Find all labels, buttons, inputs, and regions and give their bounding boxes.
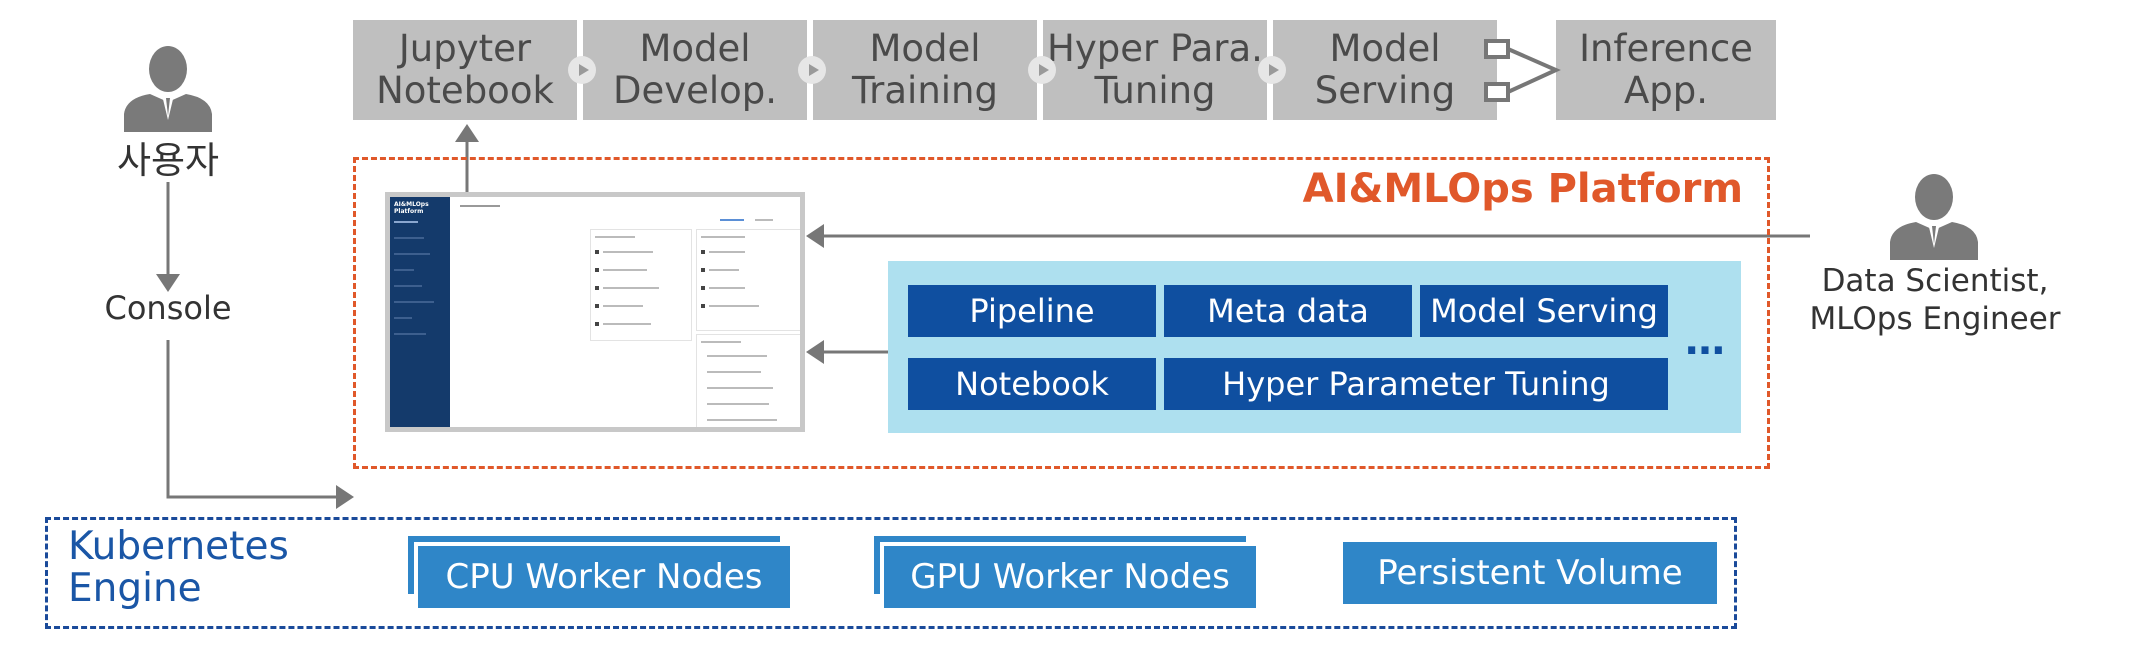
module-hyper-parameter-tuning: Hyper Parameter Tuning: [1164, 358, 1668, 410]
screenshot-row: [707, 403, 769, 405]
arrow-left-icon: [806, 340, 824, 364]
kubernetes-engine-title: Kubernetes Engine: [68, 524, 289, 611]
persistent-volume: Persistent Volume: [1343, 542, 1717, 604]
flow-step-label: Jupyter Notebook: [376, 27, 554, 112]
screenshot-bullet: [701, 250, 705, 254]
screenshot-nav-line: [394, 221, 418, 223]
screenshot-nav-line: [394, 333, 426, 335]
screenshot-row: [595, 236, 635, 238]
flow-step-model-develop: Model Develop.: [583, 20, 807, 120]
screenshot-tab-line: [755, 219, 773, 221]
module-pipeline: Pipeline: [908, 285, 1156, 337]
screenshot-row: [709, 287, 745, 289]
chevron-right-icon: [798, 56, 826, 84]
flow-step-model-training: Model Training: [813, 20, 1037, 120]
data-scientist-person-icon: [1890, 174, 1978, 260]
flow-step-label: Model Serving: [1314, 27, 1456, 112]
screenshot-quick-shortcuts-card: [590, 229, 692, 341]
flow-step-label: Model Develop.: [612, 27, 778, 112]
screenshot-bullet: [595, 250, 599, 254]
chevron-right-icon: [1028, 56, 1056, 84]
ai-mlops-platform-container: AI&MLOps Platform: [353, 157, 1770, 469]
screenshot-row: [701, 236, 745, 238]
flow-step-jupyter-notebook: Jupyter Notebook: [353, 20, 577, 120]
flow-step-inference-app: Inference App.: [1556, 20, 1776, 120]
screenshot-row: [701, 341, 741, 343]
screenshot-bullet: [701, 268, 705, 272]
arrow-up-icon: [455, 124, 479, 142]
screenshot-bullet: [595, 268, 599, 272]
screenshot-bullet: [701, 304, 705, 308]
console-label: Console: [104, 289, 232, 327]
user-person-icon: [124, 46, 212, 132]
cpu-worker-nodes: CPU Worker Nodes: [418, 546, 790, 608]
flow-step-label: Inference App.: [1579, 27, 1753, 112]
screenshot-recent-notebooks-card: [696, 229, 800, 331]
screenshot-row: [709, 269, 739, 271]
flow-step-hyper-para-tuning: Hyper Para. Tuning: [1043, 20, 1267, 120]
screenshot-nav-line: [394, 237, 424, 239]
serving-to-inference-line: [1507, 47, 1561, 94]
screenshot-header-line: [460, 205, 500, 207]
gpu-worker-nodes: GPU Worker Nodes: [884, 546, 1256, 608]
screenshot-bullet: [595, 286, 599, 290]
screenshot-bullet: [595, 322, 599, 326]
screenshot-row: [603, 305, 643, 307]
more-modules-ellipsis: …: [1685, 318, 1725, 364]
screenshot-bullet: [595, 304, 599, 308]
module-model-serving: Model Serving: [1420, 285, 1668, 337]
flow-step-label: Model Training: [852, 27, 998, 112]
chevron-right-icon: [1258, 56, 1286, 84]
screenshot-tab-line: [720, 219, 744, 221]
flow-step-label: Hyper Para. Tuning: [1047, 27, 1263, 112]
screenshot-row: [603, 287, 659, 289]
flow-step-model-serving: Model Serving: [1273, 20, 1497, 120]
module-notebook: Notebook: [908, 358, 1156, 410]
screenshot-row: [707, 387, 773, 389]
user-label: 사용자: [116, 139, 220, 182]
platform-title: AI&MLOps Platform: [1302, 166, 1743, 212]
console-to-platform-line: [166, 340, 338, 499]
screenshot-recent-pipelines-card: [696, 334, 800, 427]
arrow-right-icon: [336, 485, 354, 509]
data-scientist-label: Data Scientist, MLOps Engineer: [1809, 263, 2061, 337]
platform-screenshot: AI&MLOps Platform: [385, 192, 805, 432]
screenshot-nav-line: [394, 301, 434, 303]
screenshot-row: [707, 355, 767, 357]
screenshot-row: [709, 251, 745, 253]
serving-port-icon: [1484, 82, 1510, 102]
screenshot-row: [603, 269, 647, 271]
screenshot-bullet: [701, 286, 705, 290]
screenshot-nav-line: [394, 285, 422, 287]
screenshot-row: [707, 419, 777, 421]
screenshot-nav-line: [394, 253, 430, 255]
screenshot-row: [603, 323, 651, 325]
screenshot-row: [709, 305, 759, 307]
arrow-left-icon: [806, 224, 824, 248]
chevron-right-icon: [568, 56, 596, 84]
screenshot-sidebar: AI&MLOps Platform: [390, 197, 450, 427]
screenshot-title: AI&MLOps Platform: [394, 201, 429, 215]
arrow-down-icon: [156, 274, 180, 292]
serving-port-icon: [1484, 39, 1510, 59]
kubernetes-engine-container: Kubernetes Engine: [45, 517, 1737, 629]
screenshot-row: [603, 251, 653, 253]
screenshot-nav-line: [394, 269, 414, 271]
screenshot-nav-line: [394, 317, 412, 319]
screenshot-row: [707, 371, 761, 373]
module-meta-data: Meta data: [1164, 285, 1412, 337]
